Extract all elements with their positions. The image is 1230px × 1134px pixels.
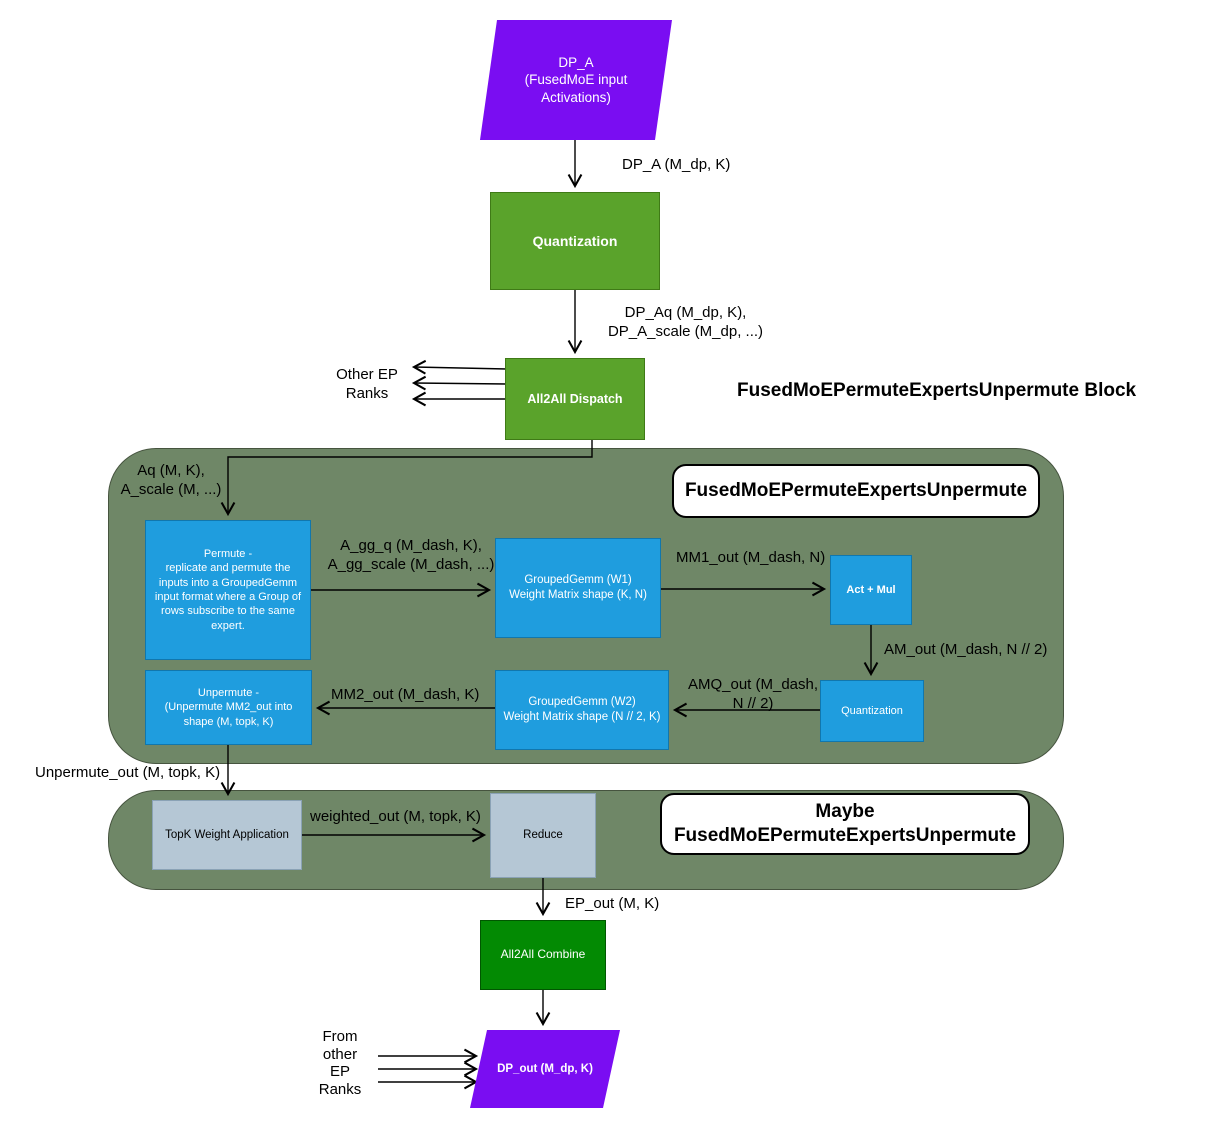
node-act-mul: Act + Mul [830,555,912,625]
edge-label-weighted-out: weighted_out (M, topk, K) [310,808,481,825]
node-dp-out: DP_out (M_dp, K) [470,1030,620,1108]
edge-label-mm1-out: MM1_out (M_dash, N) [676,549,826,566]
node-quantization: Quantization [490,192,660,290]
edge-label-a-gg: A_gg_q (M_dash, K), A_gg_scale (M_dash, … [327,537,495,573]
edge-label-dp-a-out: DP_A (M_dp, K) [622,156,731,173]
label-maybe-block: Maybe FusedMoEPermuteExpertsUnpermute [660,793,1030,855]
node-reduce: Reduce [490,793,596,878]
edge-label-other-ep-ranks: Other EP Ranks [336,366,398,402]
edge-label-unpermute-out: Unpermute_out (M, topk, K) [35,764,221,781]
node-all2all-combine: All2All Combine [480,920,606,990]
edge-label-dp-aq: DP_Aq (M_dp, K), DP_A_scale (M_dp, ...) [607,304,764,340]
node-quantization-inner: Quantization [820,680,924,742]
edge-label-aq: Aq (M, K), A_scale (M, ...) [120,462,222,498]
edge-label-ep-out: EP_out (M, K) [565,895,660,912]
node-permute: Permute - replicate and permute the inpu… [145,520,311,660]
edge-label-mm2-out: MM2_out (M_dash, K) [331,686,480,703]
edge-label-amq-out: AMQ_out (M_dash, N // 2) [687,676,819,712]
edge-label-am-out: AM_out (M_dash, N // 2) [884,641,1048,658]
node-dp-a: DP_A (FusedMoE input Activations) [480,20,672,140]
node-topk-weight-application: TopK Weight Application [152,800,302,870]
edge-label-from-other-ep: From other EP Ranks [318,1028,362,1099]
node-grouped-gemm-w1: GroupedGemm (W1) Weight Matrix shape (K,… [495,538,661,638]
node-unpermute: Unpermute - (Unpermute MM2_out into shap… [145,670,312,745]
node-all2all-dispatch: All2All Dispatch [505,358,645,440]
label-inner-block: FusedMoEPermuteExpertsUnpermute [672,464,1040,518]
node-grouped-gemm-w2: GroupedGemm (W2) Weight Matrix shape (N … [495,670,669,750]
block-title: FusedMoEPermuteExpertsUnpermute Block [737,380,1137,401]
